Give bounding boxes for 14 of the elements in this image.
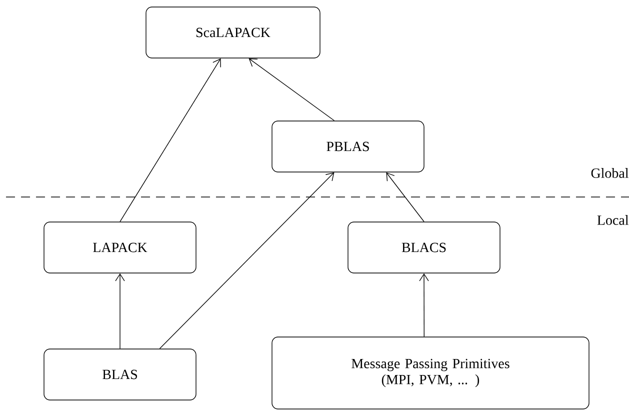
arrow: [386, 172, 424, 222]
library-box: LAPACK: [44, 222, 196, 274]
arrow: [159, 172, 334, 349]
layer-label: Local: [597, 215, 629, 225]
library-box: Message Passing Primitives (MPI, PVM, ... ): [272, 336, 590, 410]
library-box: BLAS: [44, 348, 196, 400]
library-box: ScaLAPACK: [146, 6, 320, 58]
layer-label: Global: [591, 168, 629, 178]
library-box: BLACS: [348, 222, 500, 274]
arrow: [419, 273, 429, 337]
arrow: [120, 58, 221, 222]
library-box: PBLAS: [272, 120, 424, 172]
arrow: [115, 273, 125, 349]
arrow: [248, 58, 335, 121]
